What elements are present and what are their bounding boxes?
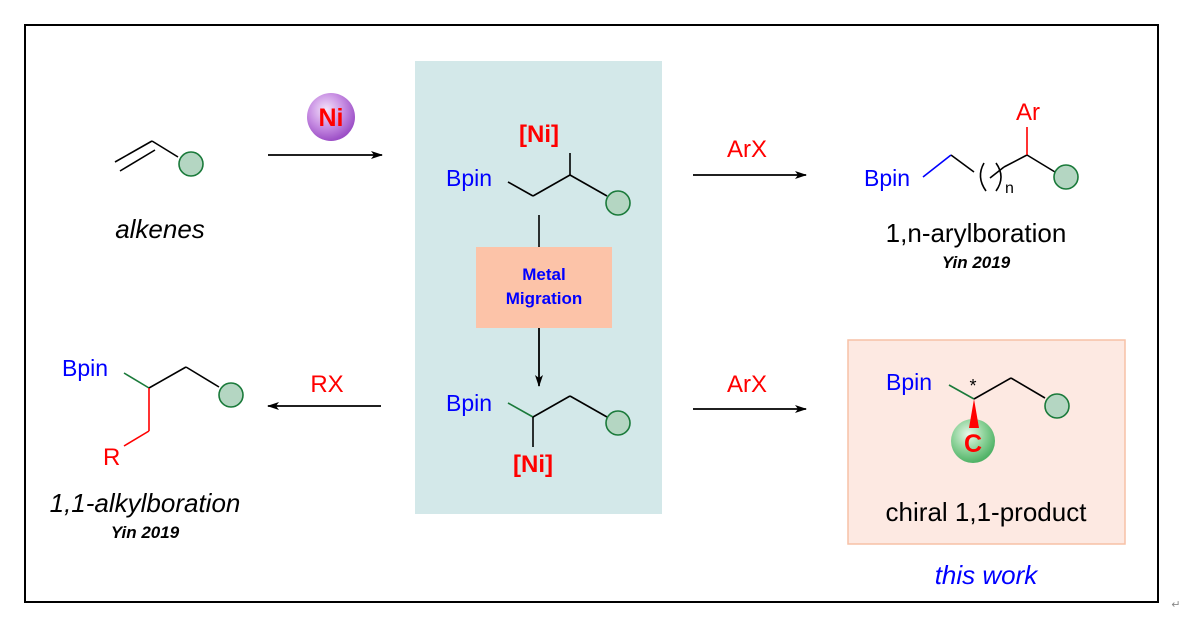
bottom-intermediate-bonds bbox=[507, 395, 631, 447]
chiral-product-bonds bbox=[948, 377, 1070, 463]
paragraph-mark: ↵ bbox=[1171, 599, 1180, 611]
alkylboration-r-label: R bbox=[103, 444, 120, 471]
migration-line1: Metal bbox=[522, 265, 565, 284]
green-circle-icon bbox=[605, 410, 631, 436]
carbon-sphere-icon bbox=[951, 419, 995, 463]
purple-sphere-icon bbox=[307, 93, 355, 141]
chiral-product-caption: chiral 1,1-product bbox=[886, 497, 1088, 527]
alkylboration-caption: 1,1-alkylboration bbox=[50, 488, 241, 518]
alkylboration-bpin-label: Bpin bbox=[62, 355, 108, 381]
arylboration-bpin-label: Bpin bbox=[864, 165, 910, 191]
chain-index-n: n bbox=[1005, 180, 1014, 197]
outer-frame bbox=[24, 24, 1159, 603]
alkylboration-reference: Yin 2019 bbox=[111, 523, 180, 542]
rx-reagent: RX bbox=[310, 371, 343, 398]
alkylboration-bonds bbox=[123, 366, 244, 447]
green-circle-icon bbox=[605, 190, 631, 216]
top-intermediate-bonds bbox=[507, 153, 631, 216]
top-ni-label: [Ni] bbox=[519, 121, 559, 148]
bottom-ni-label: [Ni] bbox=[513, 451, 553, 478]
green-circle-icon bbox=[1053, 164, 1079, 190]
alkene-structure bbox=[114, 140, 204, 177]
top-bpin-label: Bpin bbox=[446, 165, 492, 191]
chiral-bpin-label: Bpin bbox=[886, 369, 932, 395]
bottom-bpin-label: Bpin bbox=[446, 390, 492, 416]
stereocenter-mark: * bbox=[969, 376, 976, 396]
bottom-arx-reagent: ArX bbox=[727, 371, 767, 398]
carbon-label: C bbox=[964, 430, 982, 458]
green-circle-icon bbox=[1044, 393, 1070, 419]
wedge-bond bbox=[969, 399, 979, 428]
alkenes-caption: alkenes bbox=[115, 214, 205, 244]
metal-migration-box bbox=[476, 247, 612, 328]
migration-line2: Migration bbox=[506, 289, 583, 308]
catalyst-label: Ni bbox=[319, 104, 344, 132]
top-arx-reagent: ArX bbox=[727, 136, 767, 163]
arylboration-caption: 1,n-arylboration bbox=[886, 218, 1067, 248]
catalyst-sphere: Ni bbox=[307, 93, 355, 141]
green-circle-icon bbox=[218, 382, 244, 408]
arylboration-ar-label: Ar bbox=[1016, 99, 1040, 126]
this-work-label: this work bbox=[935, 560, 1040, 590]
arylboration-bonds bbox=[922, 127, 1079, 192]
green-circle-icon bbox=[178, 151, 204, 177]
arylboration-reference: Yin 2019 bbox=[942, 253, 1011, 272]
